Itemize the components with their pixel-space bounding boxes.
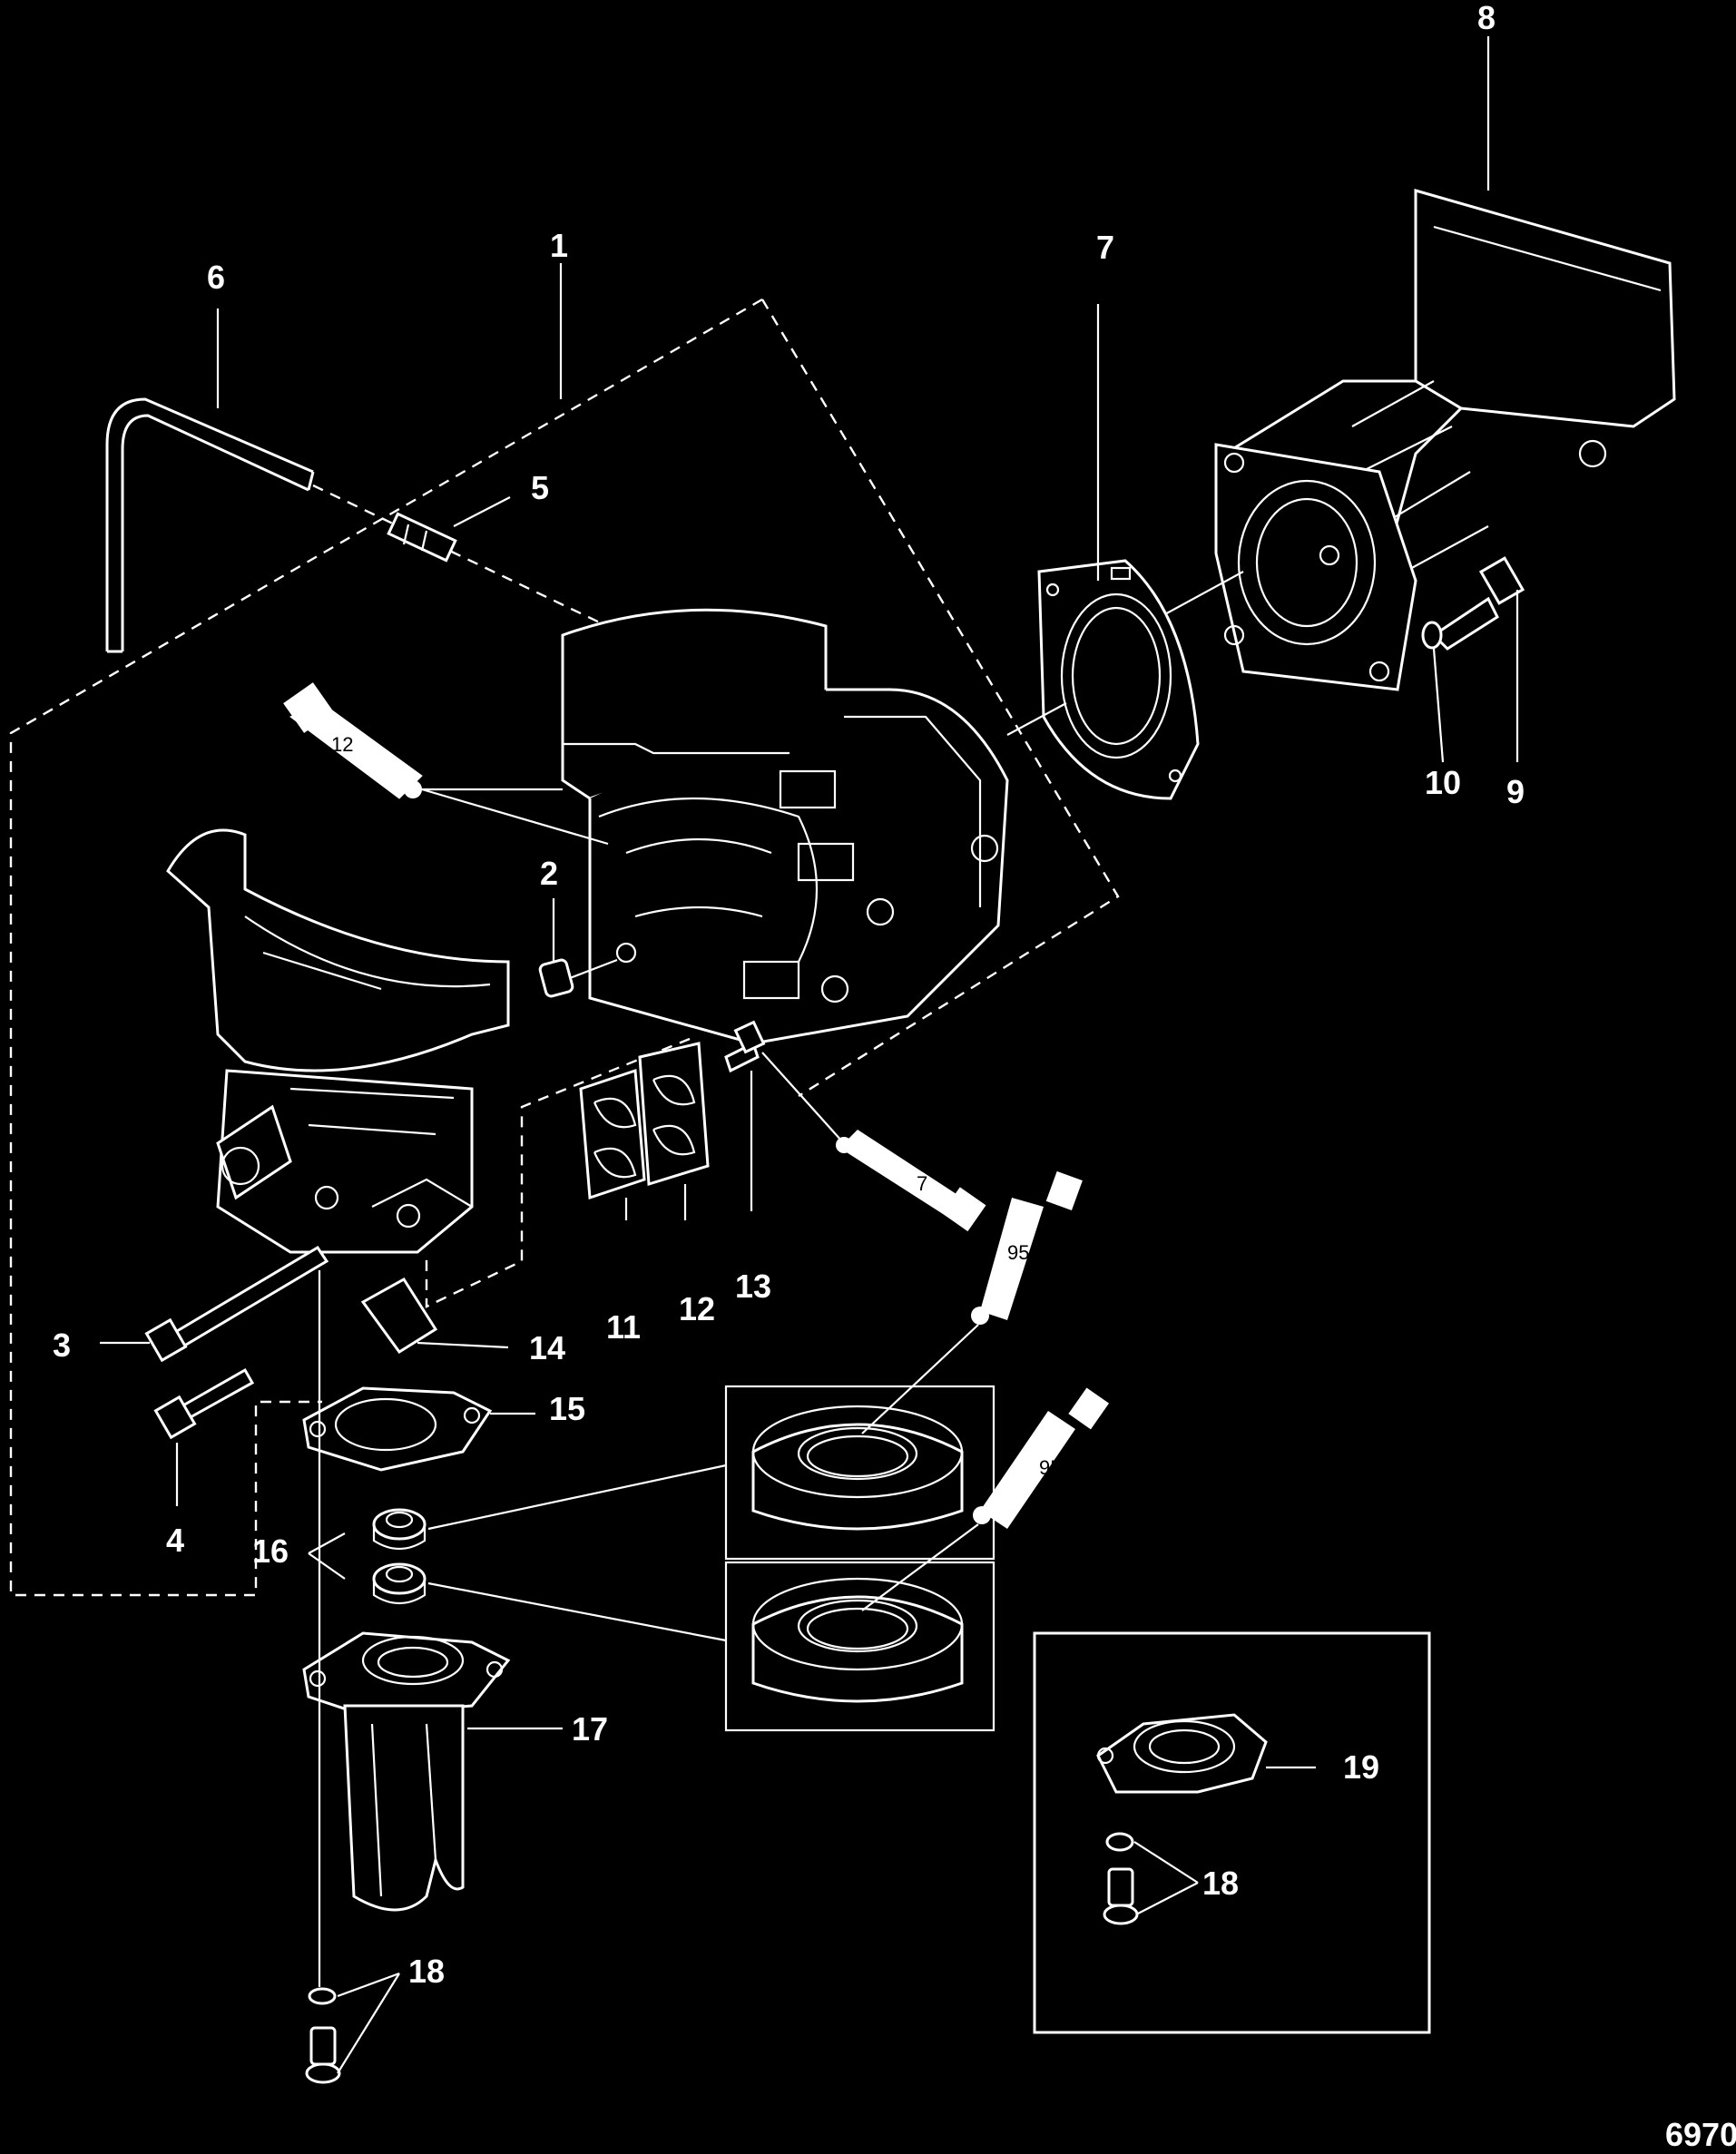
seal-detail-box-b — [724, 1561, 996, 1732]
screw-washer-part-18a — [305, 1987, 341, 2084]
gasket-part-15 — [302, 1386, 493, 1472]
housing-part-1 — [561, 608, 1009, 1045]
callout-17: 17 — [572, 1710, 608, 1748]
assembly-boundary-dashed — [9, 298, 763, 1597]
sealant-tube-95b: 95 — [973, 1387, 1110, 1529]
tube-label-12: 12 — [331, 733, 353, 756]
gasket-part-7 — [1006, 304, 1200, 800]
callout-6: 6 — [207, 259, 225, 296]
callout-16: 16 — [252, 1532, 289, 1570]
callout-10: 10 — [1425, 764, 1461, 801]
screw-part-13 — [724, 1020, 766, 1073]
callout-13: 13 — [735, 1268, 771, 1305]
figure-id: 6970 — [1665, 2116, 1736, 2153]
washer-part-10 — [1421, 621, 1445, 763]
bolt-part-3 — [144, 1245, 329, 1363]
callout-1: 1 — [550, 227, 568, 264]
callout-12: 12 — [679, 1290, 715, 1327]
plug-part-2 — [538, 958, 618, 998]
callout-18-main: 18 — [408, 1953, 445, 1990]
bolt-part-9 — [1431, 556, 1525, 762]
callout-19: 19 — [1343, 1748, 1379, 1786]
seal-detail-box-a — [724, 1385, 996, 1561]
fitting-part-5 — [387, 512, 457, 563]
housing-lower — [166, 828, 510, 1254]
callout-4: 4 — [166, 1522, 184, 1559]
reed-part-11 — [579, 1068, 646, 1200]
inset-box — [1033, 1631, 1431, 2034]
callout-2: 2 — [540, 855, 558, 892]
sealant-tube-95a: 95 — [971, 1170, 1083, 1325]
seal-part-16b — [372, 1562, 427, 1605]
callout-8: 8 — [1477, 0, 1496, 36]
tube-label-95b: 95 — [1039, 1456, 1061, 1479]
callout-18-inset: 18 — [1202, 1865, 1239, 1902]
dowel-part-14 — [360, 1278, 438, 1355]
mount-part-8 — [1143, 189, 1676, 691]
callout-15: 15 — [549, 1390, 585, 1427]
pump-base-part-17 — [302, 1631, 511, 1912]
plate-part-12 — [638, 1042, 710, 1186]
callout-14: 14 — [529, 1329, 565, 1366]
sealant-tube-12: 12 — [283, 682, 423, 799]
callout-5: 5 — [531, 469, 549, 506]
seal-part-16a — [372, 1508, 427, 1551]
callout-11: 11 — [606, 1308, 641, 1346]
assembly-boundary-dashed-right — [760, 299, 1120, 1098]
sealant-tube-7: 7 — [836, 1130, 986, 1232]
bolt-part-4 — [153, 1367, 255, 1440]
callout-7: 7 — [1096, 229, 1114, 266]
assembly-boundary-dashed-lower — [425, 1037, 691, 1308]
tube-label-7: 7 — [917, 1172, 927, 1195]
tube-label-95a: 95 — [1007, 1241, 1029, 1264]
callout-3: 3 — [53, 1327, 71, 1364]
hose-part-6 — [105, 397, 315, 653]
callout-9: 9 — [1506, 773, 1525, 810]
